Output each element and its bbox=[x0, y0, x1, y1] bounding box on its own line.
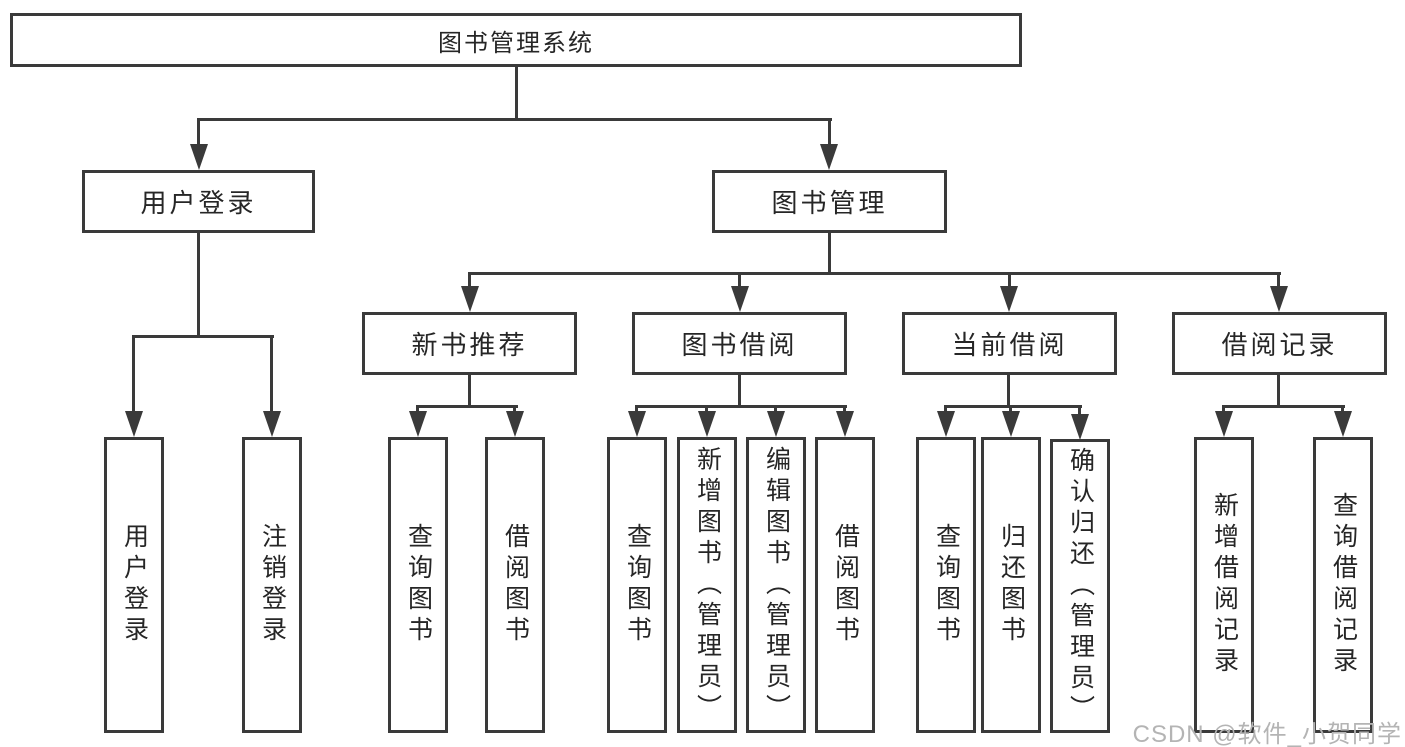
connector-line bbox=[635, 405, 638, 415]
node-current-borrow-label: 当前借阅 bbox=[951, 330, 1068, 360]
connector-line bbox=[132, 335, 135, 413]
leaf-records-query-record: 查询借阅记录 bbox=[1313, 437, 1373, 733]
connector-line bbox=[416, 405, 419, 415]
node-book-borrow: 图书借阅 bbox=[632, 312, 847, 375]
node-borrow-records-label: 借阅记录 bbox=[1221, 330, 1338, 360]
arrow-down-icon bbox=[461, 286, 479, 312]
arrow-down-icon bbox=[1002, 411, 1020, 437]
leaf-recommend-borrow-book: 借阅图书 bbox=[485, 437, 545, 733]
arrow-down-icon bbox=[125, 411, 143, 437]
connector-line bbox=[468, 272, 1281, 275]
leaf-recommend-borrow-book-label: 借阅图书 bbox=[501, 523, 530, 647]
leaf-borrow-add-book: 新增图书（管理员） bbox=[677, 437, 737, 733]
leaf-borrow-borrow-book-label: 借阅图书 bbox=[831, 523, 860, 647]
leaf-user-login: 用户登录 bbox=[104, 437, 164, 733]
node-user-login-label: 用户登录 bbox=[140, 188, 257, 218]
connector-line bbox=[738, 272, 741, 288]
connector-line bbox=[515, 67, 518, 121]
arrow-down-icon bbox=[409, 411, 427, 437]
leaf-logout-label: 注销登录 bbox=[258, 523, 287, 647]
connector-line bbox=[468, 272, 471, 288]
node-root-label: 图书管理系统 bbox=[438, 29, 594, 57]
connector-line bbox=[1222, 405, 1225, 415]
arrow-down-icon bbox=[1000, 286, 1018, 312]
leaf-borrow-edit-book-label: 编辑图书（管理员） bbox=[762, 445, 791, 725]
leaf-records-add-record: 新增借阅记录 bbox=[1194, 437, 1254, 733]
connector-line bbox=[828, 118, 831, 146]
connector-line bbox=[1078, 405, 1081, 415]
arrow-down-icon bbox=[1334, 411, 1352, 437]
arrow-down-icon bbox=[1215, 411, 1233, 437]
leaf-current-confirm-return-label: 确认归还（管理员） bbox=[1066, 446, 1095, 726]
connector-line bbox=[843, 405, 846, 415]
connector-line bbox=[197, 232, 200, 338]
connector-line bbox=[1007, 375, 1010, 408]
node-book-borrow-label: 图书借阅 bbox=[681, 330, 798, 360]
leaf-borrow-query-book: 查询图书 bbox=[607, 437, 667, 733]
connector-line bbox=[944, 405, 1082, 408]
node-book-management-label: 图书管理 bbox=[771, 188, 888, 218]
arrow-down-icon bbox=[820, 144, 838, 170]
leaf-current-confirm-return: 确认归还（管理员） bbox=[1050, 439, 1110, 733]
arrow-down-icon bbox=[937, 411, 955, 437]
connector-line bbox=[132, 335, 274, 338]
leaf-user-login-label: 用户登录 bbox=[120, 523, 149, 647]
node-user-login: 用户登录 bbox=[82, 170, 315, 233]
node-current-borrow: 当前借阅 bbox=[902, 312, 1117, 375]
node-book-management: 图书管理 bbox=[712, 170, 947, 233]
connector-line bbox=[1277, 272, 1280, 288]
arrow-down-icon bbox=[190, 144, 208, 170]
leaf-borrow-edit-book: 编辑图书（管理员） bbox=[746, 437, 806, 733]
leaf-current-query-book-label: 查询图书 bbox=[932, 523, 961, 647]
arrow-down-icon bbox=[836, 411, 854, 437]
connector-line bbox=[738, 375, 741, 408]
arrow-down-icon bbox=[263, 411, 281, 437]
connector-line bbox=[705, 405, 708, 415]
connector-line bbox=[1341, 405, 1344, 415]
connector-line bbox=[197, 118, 200, 146]
connector-line bbox=[635, 405, 847, 408]
arrow-down-icon bbox=[731, 286, 749, 312]
connector-line bbox=[513, 405, 516, 415]
arrow-down-icon bbox=[1270, 286, 1288, 312]
arrow-down-icon bbox=[628, 411, 646, 437]
leaf-current-return-book: 归还图书 bbox=[981, 437, 1041, 733]
connector-line bbox=[1222, 405, 1345, 408]
connector-line bbox=[416, 405, 518, 408]
leaf-records-add-record-label: 新增借阅记录 bbox=[1210, 492, 1239, 678]
connector-line bbox=[1008, 272, 1011, 288]
leaf-current-query-book: 查询图书 bbox=[916, 437, 976, 733]
connector-line bbox=[774, 405, 777, 415]
arrow-down-icon bbox=[698, 411, 716, 437]
leaf-recommend-query-book-label: 查询图书 bbox=[404, 523, 433, 647]
node-borrow-records: 借阅记录 bbox=[1172, 312, 1387, 375]
leaf-borrow-query-book-label: 查询图书 bbox=[623, 523, 652, 647]
connector-line bbox=[1277, 375, 1280, 408]
connector-line bbox=[197, 118, 832, 121]
leaf-borrow-borrow-book: 借阅图书 bbox=[815, 437, 875, 733]
arrow-down-icon bbox=[1071, 414, 1089, 440]
node-root: 图书管理系统 bbox=[10, 13, 1022, 67]
leaf-records-query-record-label: 查询借阅记录 bbox=[1329, 492, 1358, 678]
leaf-recommend-query-book: 查询图书 bbox=[388, 437, 448, 733]
connector-line bbox=[468, 375, 471, 408]
leaf-borrow-add-book-label: 新增图书（管理员） bbox=[693, 445, 722, 725]
watermark: CSDN @软件_小贺同学 bbox=[1132, 721, 1402, 747]
connector-line bbox=[270, 335, 273, 413]
arrow-down-icon bbox=[506, 411, 524, 437]
node-new-book-recommend: 新书推荐 bbox=[362, 312, 577, 375]
connector-line bbox=[944, 405, 947, 415]
connector-line bbox=[1009, 405, 1012, 415]
connector-line bbox=[828, 232, 831, 275]
leaf-logout: 注销登录 bbox=[242, 437, 302, 733]
leaf-current-return-book-label: 归还图书 bbox=[997, 523, 1026, 647]
arrow-down-icon bbox=[767, 411, 785, 437]
node-new-book-recommend-label: 新书推荐 bbox=[411, 330, 528, 360]
